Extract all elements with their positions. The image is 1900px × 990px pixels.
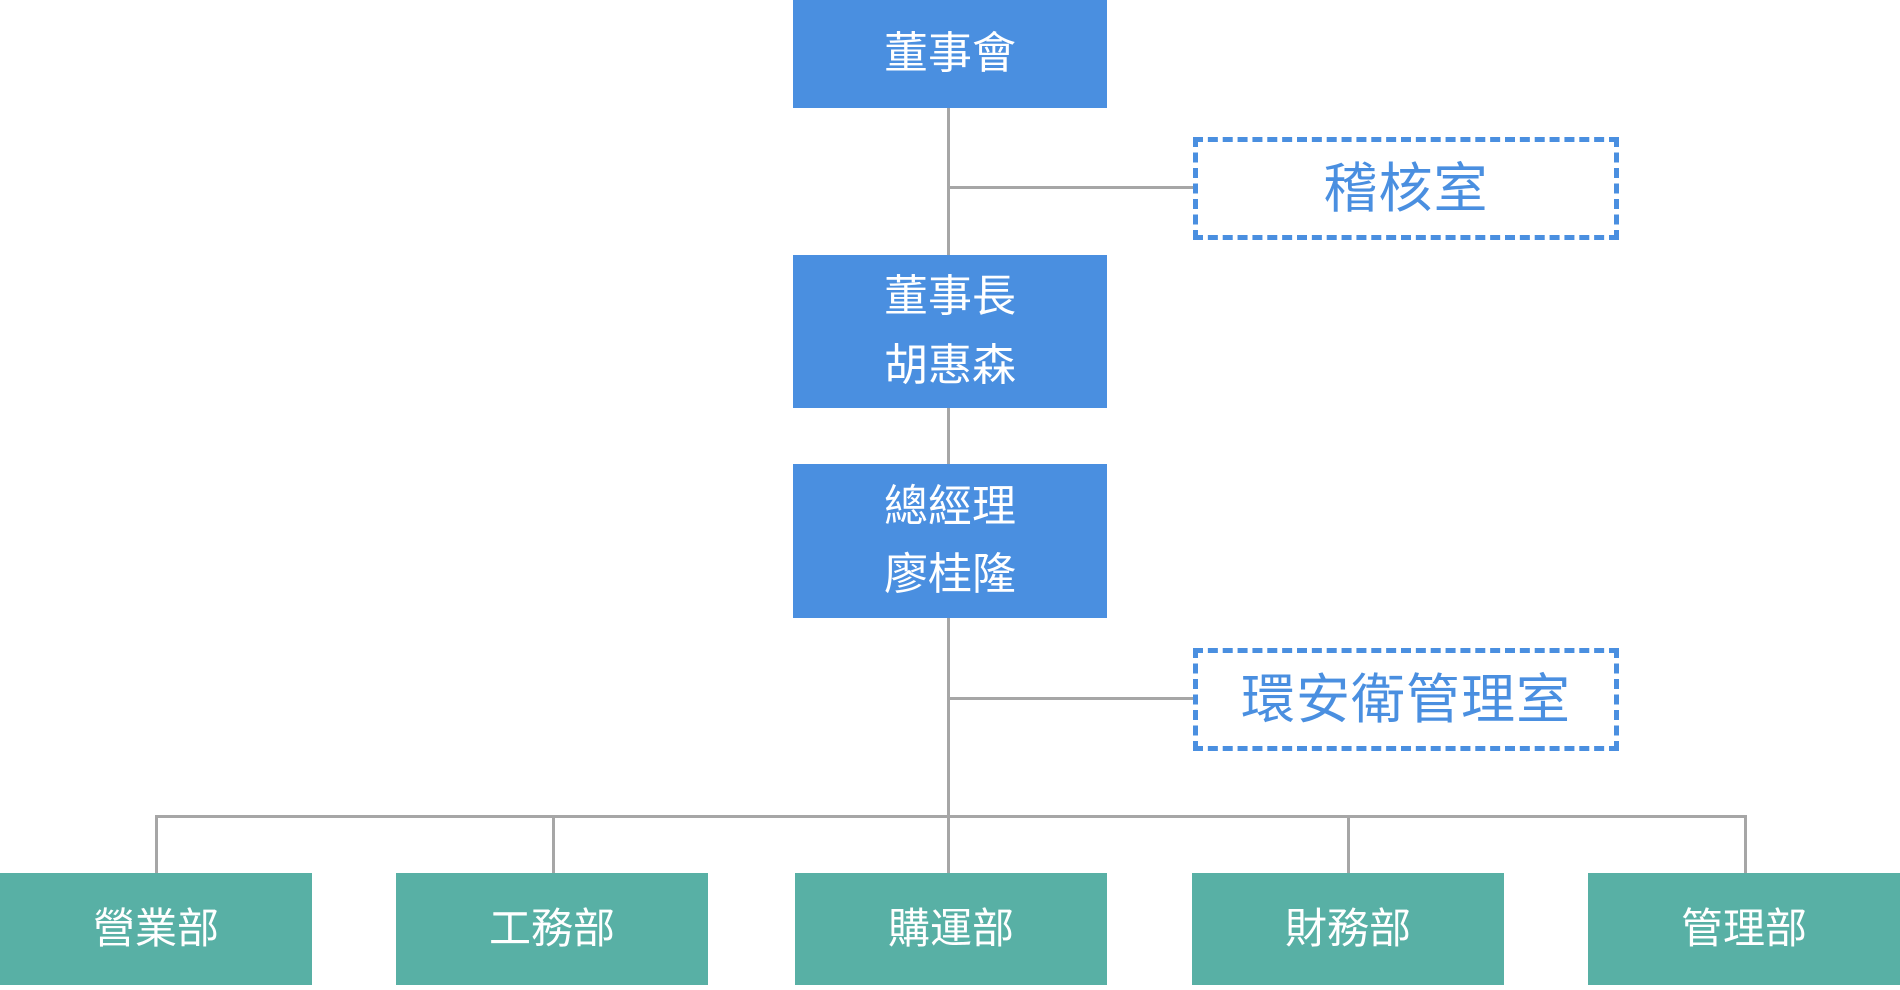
general-manager-name: 廖桂隆	[884, 549, 1016, 600]
connector-ehs-office	[948, 697, 1196, 700]
general-manager-title: 總經理	[884, 480, 1016, 532]
audit-office-label: 稽核室	[1323, 156, 1489, 220]
connector-audit-office	[948, 186, 1196, 189]
department-label: 財務部	[1284, 904, 1411, 954]
department-label: 工務部	[488, 904, 615, 954]
ehs-office-box: 環安衛管理室	[1193, 648, 1619, 751]
department-label: 營業部	[92, 904, 219, 954]
chairman-title: 董事長	[884, 271, 1016, 323]
department-box: 營業部	[0, 873, 312, 985]
connector-departments-horizontal	[156, 815, 1747, 818]
connector-department-5	[1744, 815, 1747, 873]
ehs-office-label: 環安衛管理室	[1241, 667, 1571, 731]
department-label: 管理部	[1680, 904, 1807, 954]
chairman-box: 董事長 胡惠森	[793, 255, 1107, 408]
department-box: 財務部	[1192, 873, 1504, 985]
board-box: 董事會	[793, 0, 1107, 108]
audit-office-box: 稽核室	[1193, 137, 1619, 240]
connector-department-1	[155, 815, 158, 873]
connector-department-4	[1347, 815, 1350, 873]
board-label: 董事會	[884, 27, 1016, 79]
general-manager-box: 總經理 廖桂隆	[793, 464, 1107, 618]
chairman-name: 胡惠森	[884, 339, 1016, 391]
department-box: 工務部	[396, 873, 708, 985]
connector-department-2	[552, 815, 555, 873]
department-label: 購運部	[887, 904, 1014, 954]
department-box: 管理部	[1588, 873, 1900, 985]
department-box: 購運部	[795, 873, 1107, 985]
